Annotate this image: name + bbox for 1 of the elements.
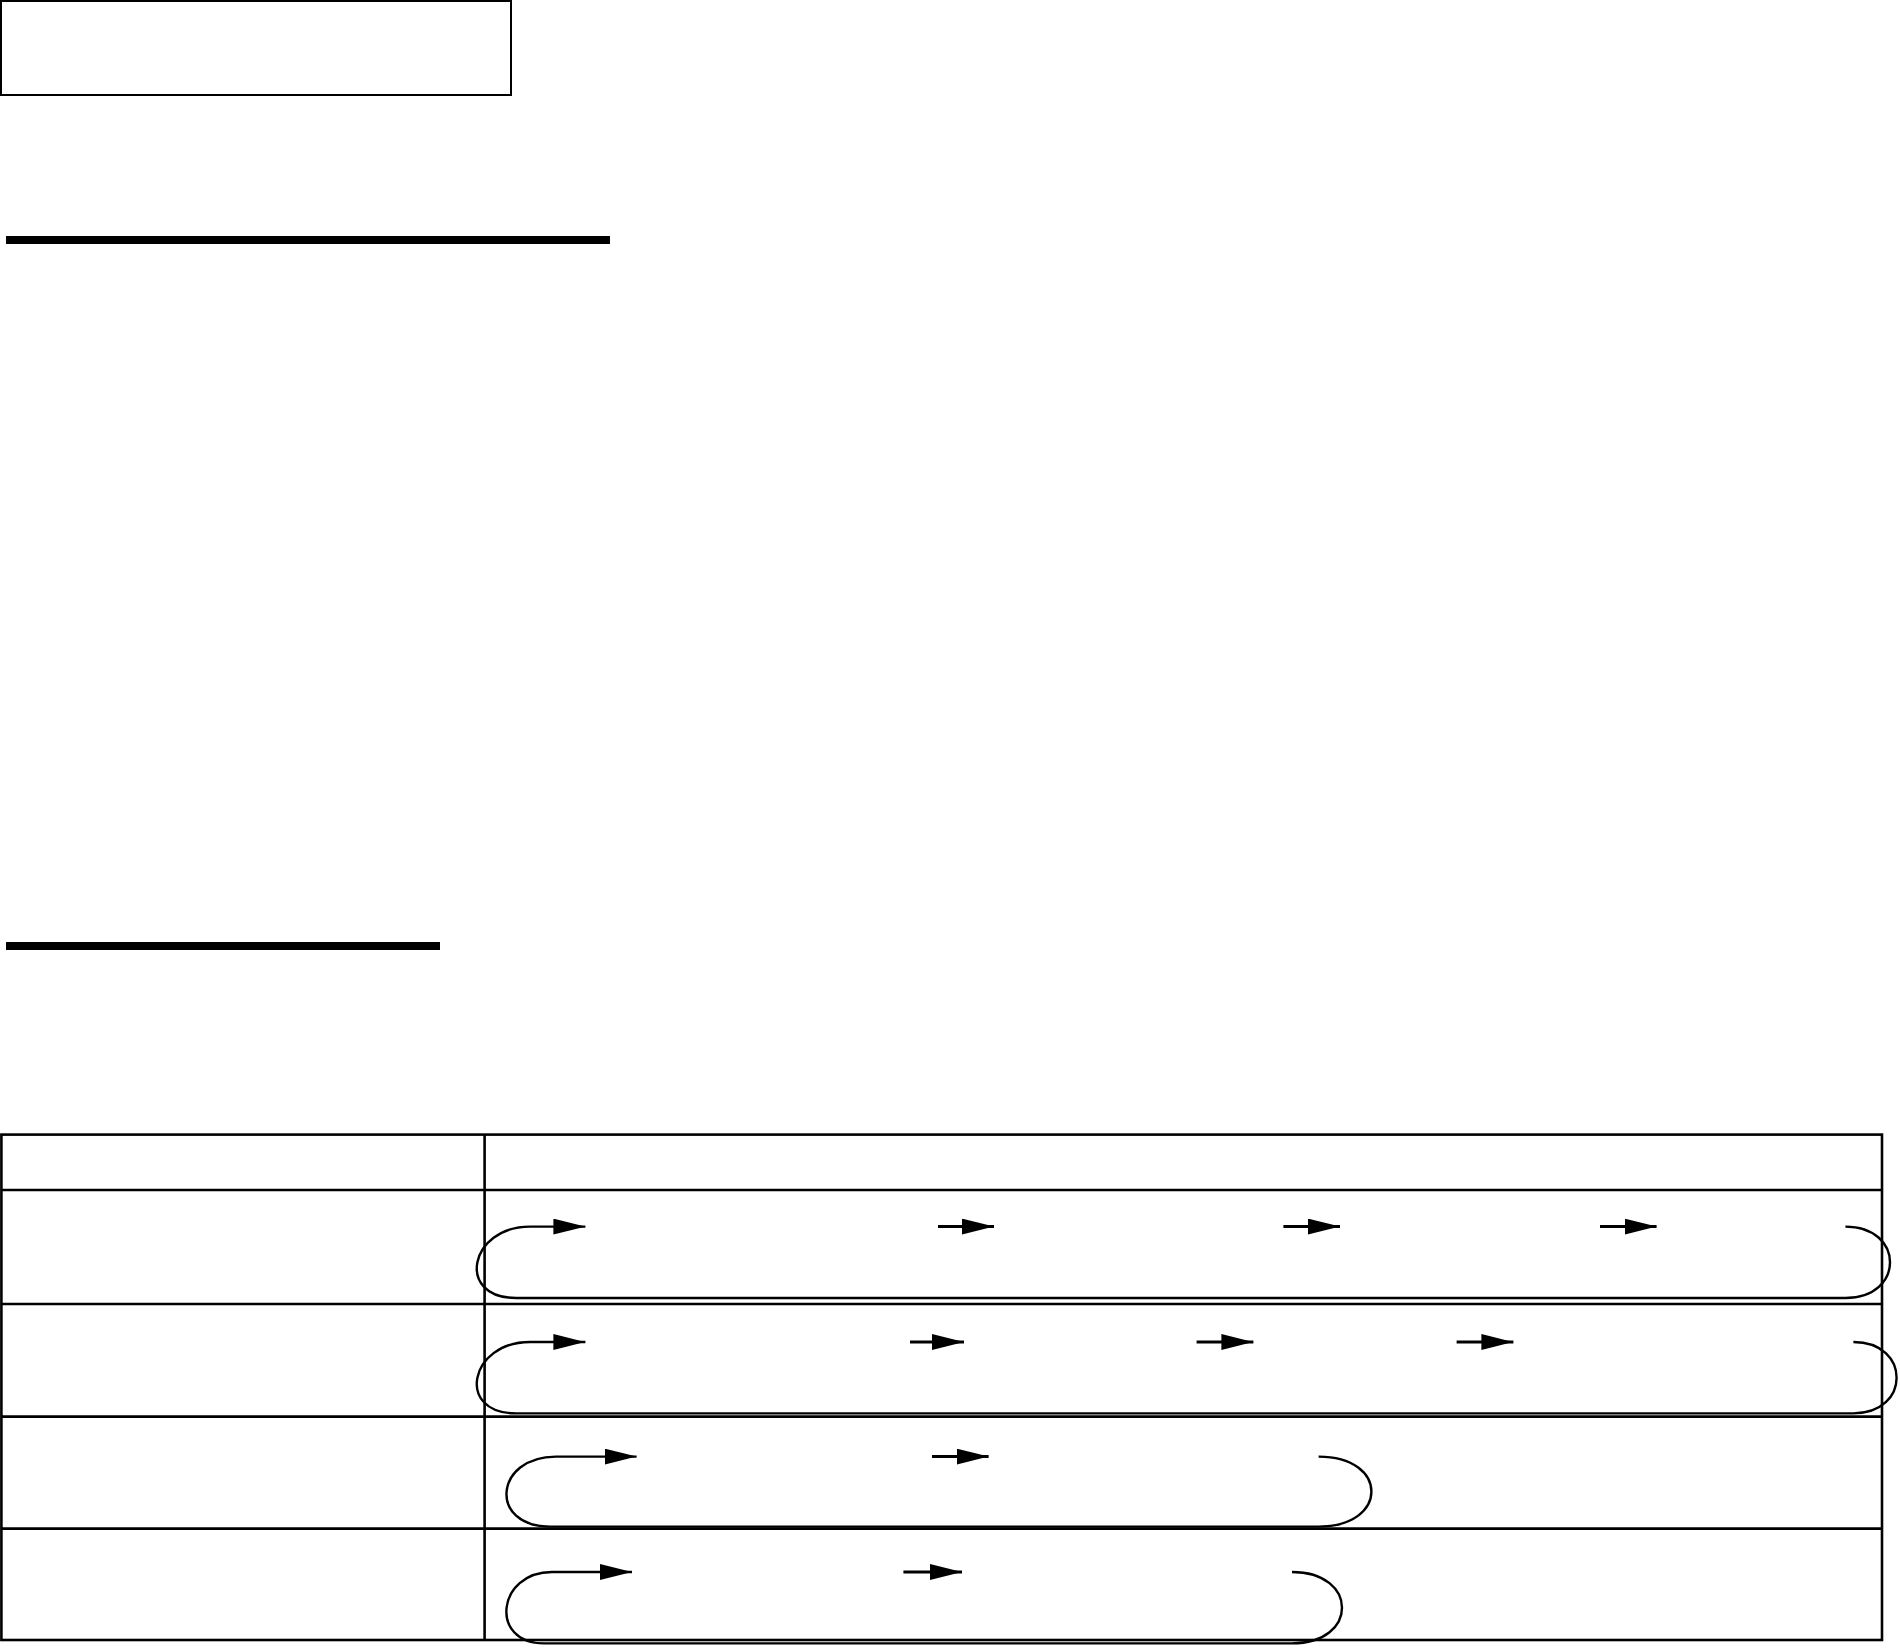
empty-box [0,0,512,96]
